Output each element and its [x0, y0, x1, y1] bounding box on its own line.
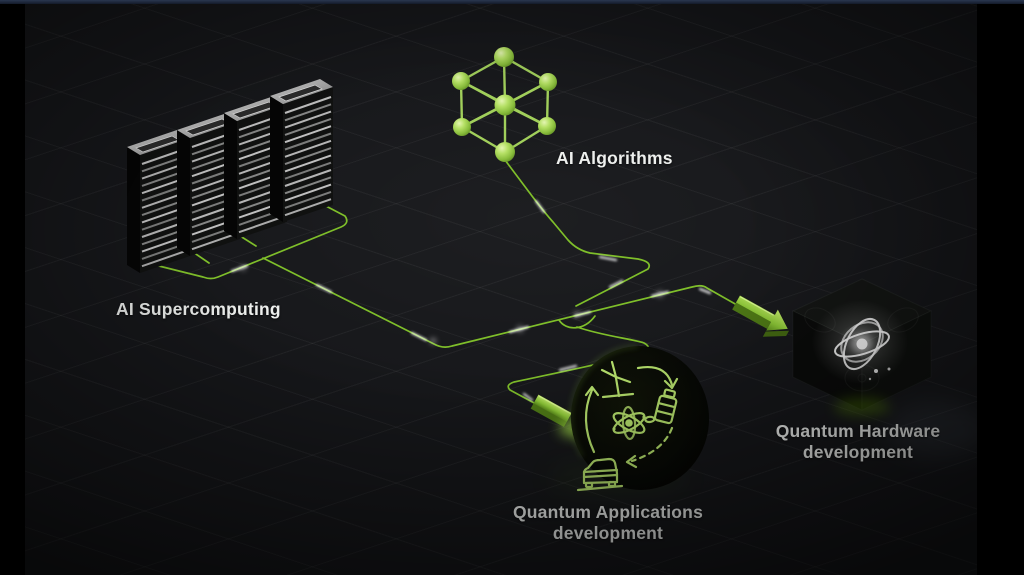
label-quantum-applications: Quantum Applications development	[486, 502, 730, 544]
label-line: Quantum Hardware	[775, 421, 941, 441]
server-rack-cluster	[127, 79, 333, 273]
label-line: Quantum Applications	[512, 502, 704, 522]
top-strip	[0, 0, 1024, 4]
right-black-band	[977, 0, 1024, 575]
label-line: development	[802, 442, 914, 462]
trace-trunk	[262, 257, 738, 348]
trace-glow-dots	[240, 265, 663, 344]
quantum-applications-node	[530, 345, 711, 496]
trace-ai-algorithms	[504, 159, 651, 307]
label-line: development	[552, 523, 664, 543]
server-rack-icon	[270, 79, 333, 222]
arrow-connector-icon	[732, 295, 790, 337]
label-ai-supercomputing: AI Supercomputing	[116, 299, 281, 319]
label-ai-algorithms: AI Algorithms	[556, 148, 673, 168]
neural-network-icon	[452, 47, 557, 162]
left-black-band	[0, 0, 25, 575]
label-quantum-hardware: Quantum Hardware development	[736, 421, 980, 463]
